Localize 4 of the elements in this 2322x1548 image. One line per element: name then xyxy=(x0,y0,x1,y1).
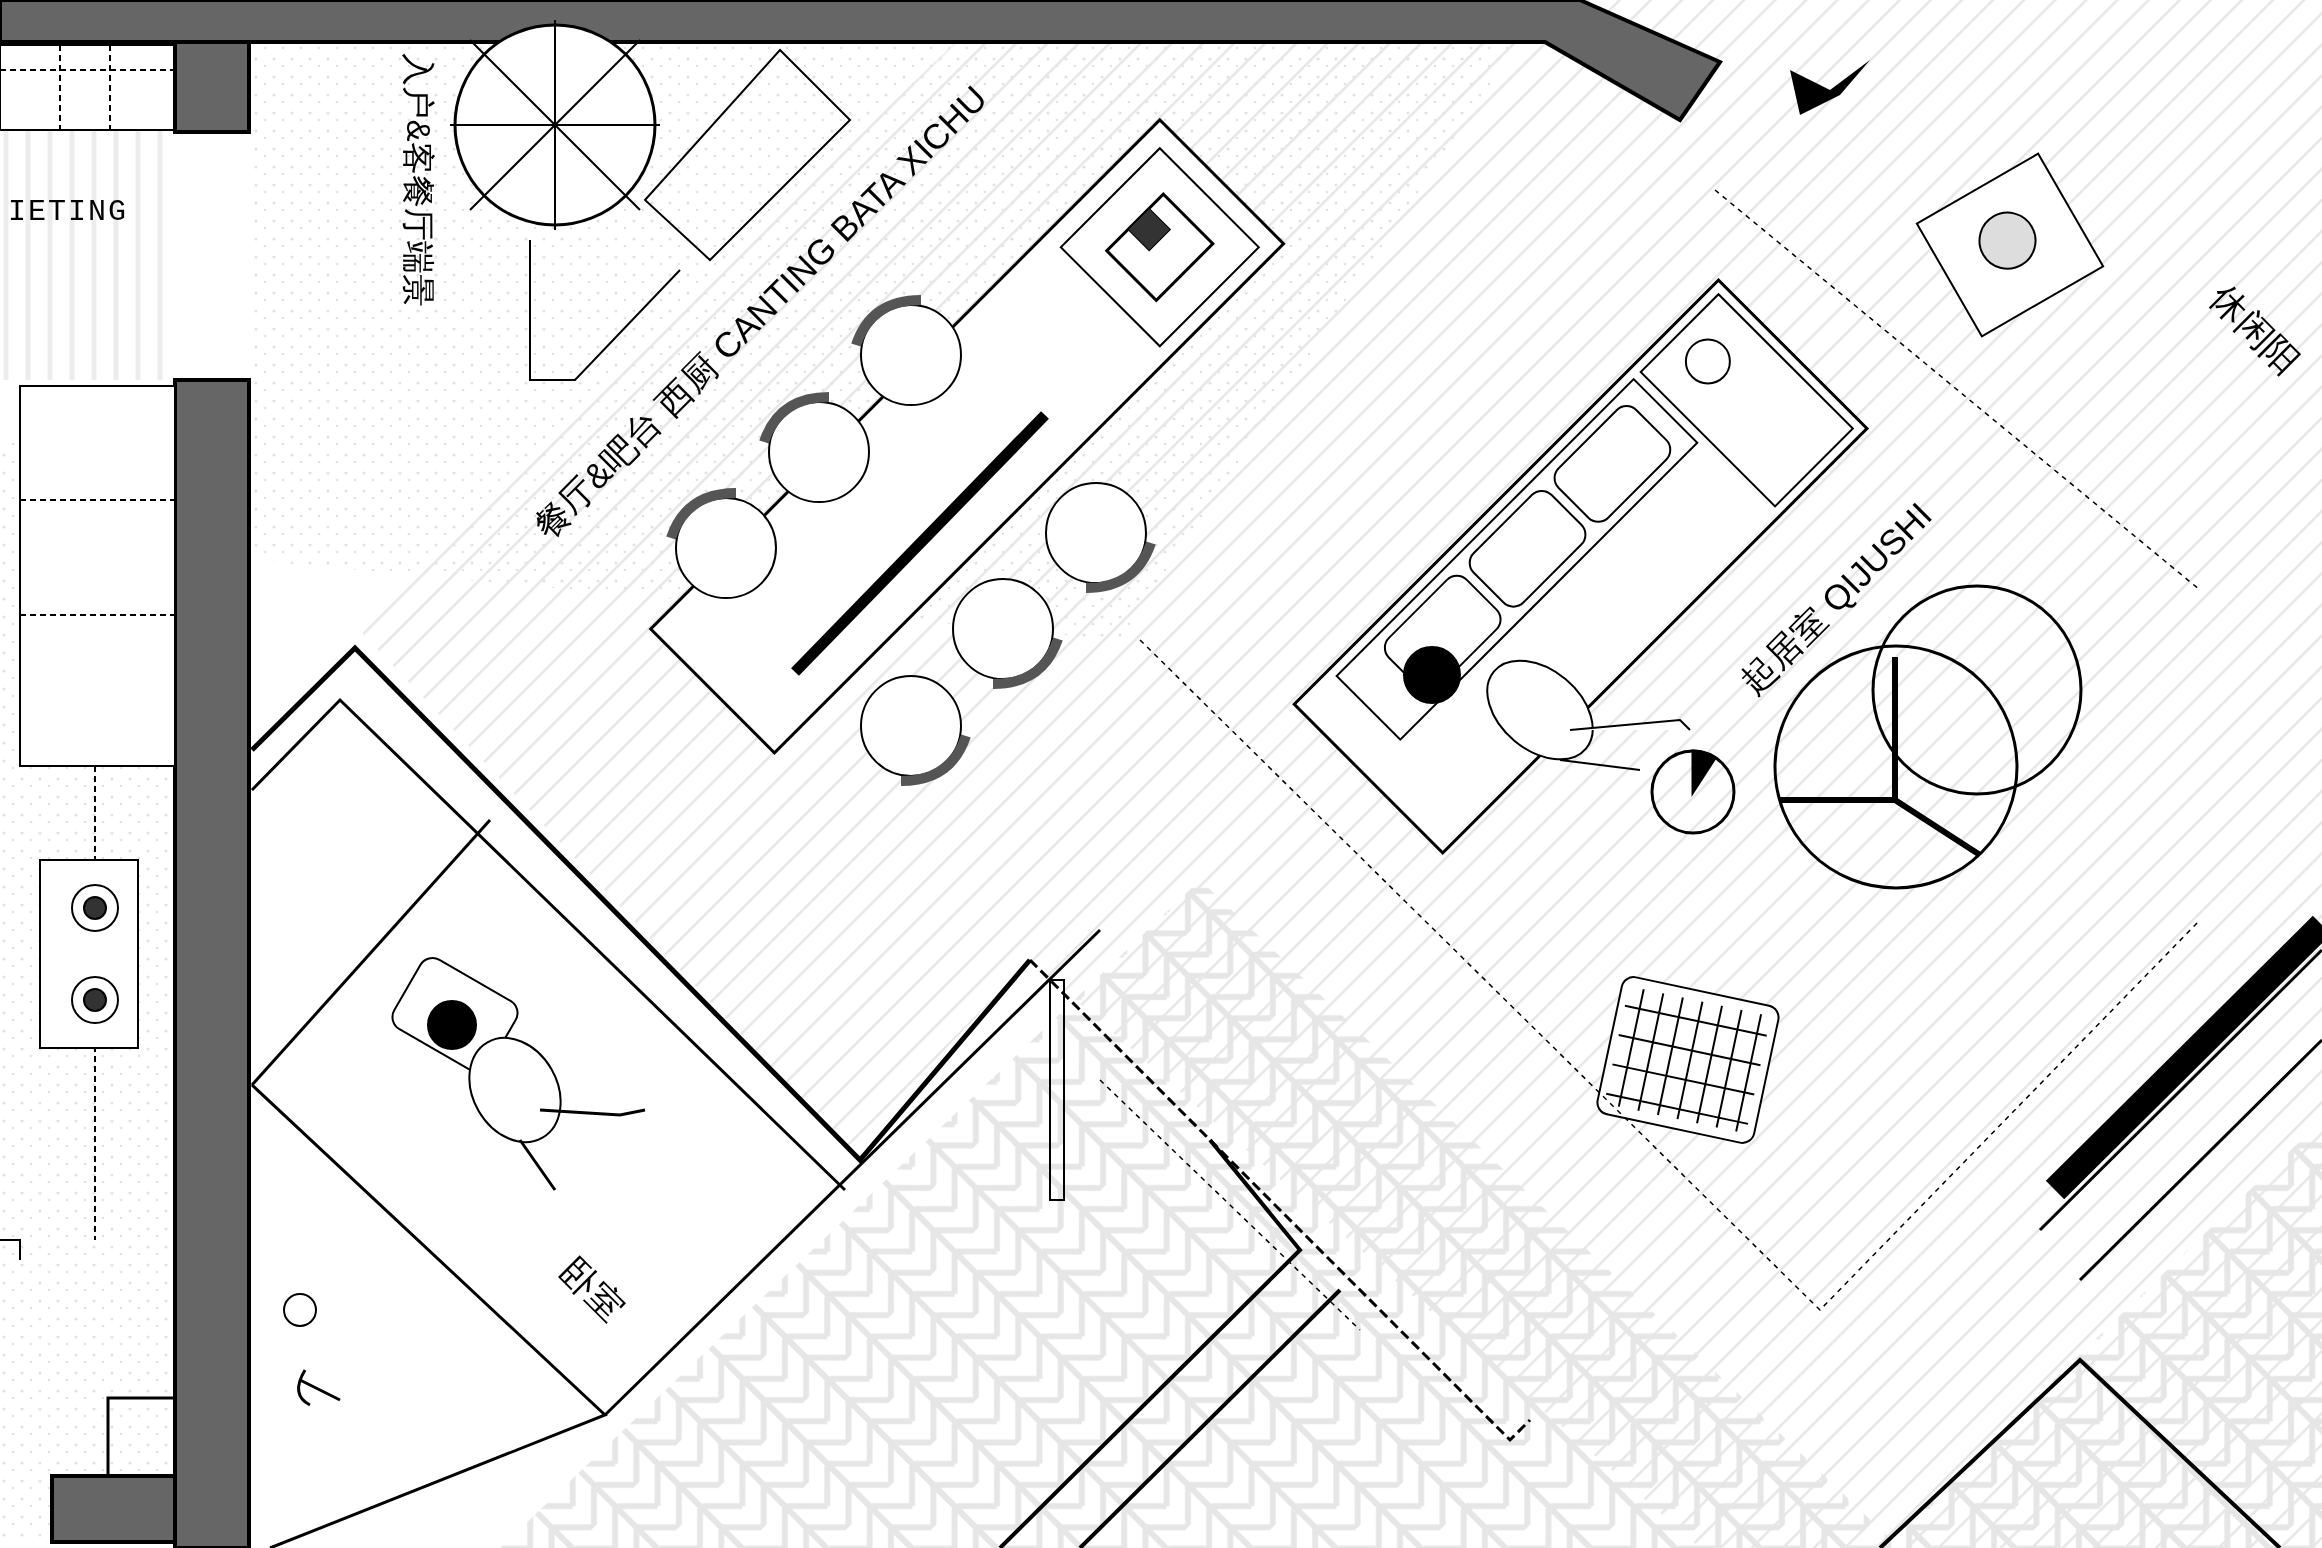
room-label: 入户&客餐厅端景 xyxy=(401,53,435,307)
room-label: 休闲阳 xyxy=(2204,279,2306,381)
room-label: 卧室 xyxy=(553,1251,631,1329)
room-label: IETING xyxy=(8,197,128,227)
